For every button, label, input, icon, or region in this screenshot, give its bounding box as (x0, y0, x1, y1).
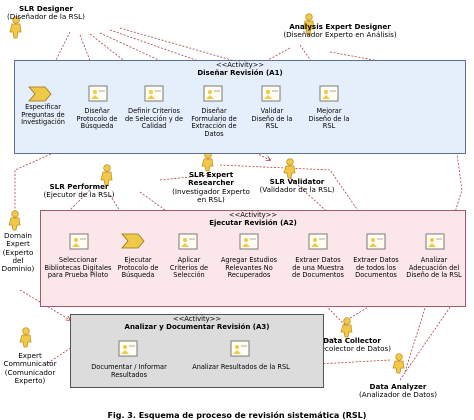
task-a2-3: Aplicar Criterios de Selección (169, 256, 209, 280)
chevron-icon (28, 86, 52, 102)
role-expert-communicator: Expert Communicator (Comunicador Experto… (3, 351, 57, 385)
document-icon (88, 85, 108, 102)
chevron-icon (121, 233, 145, 249)
activity-a3-title: Analizar y Documentar Revisión (A3) (124, 322, 270, 331)
document-icon (203, 85, 223, 102)
activity-a3-stereotype: <<Activity>> (172, 315, 222, 323)
task-a1-6: Mejorar Diseño de la RSL (308, 107, 350, 131)
task-a1-5: Validar Diseño de la RSL (251, 107, 293, 131)
document-icon (230, 340, 250, 357)
task-a2-6: Extraer Datos de todos los Documentos (353, 256, 399, 280)
role-slr-validator: SLR Validator (Validador de la RSL) (259, 177, 335, 195)
role-domain-expert: Domain Expert (Experto del Dominio) (1, 231, 35, 274)
actor-data-analyzer (392, 353, 405, 374)
task-a3-1: Documentar / Informar Resultados (91, 363, 167, 379)
task-a3-2: Analizar Resultados de la RSL (192, 363, 290, 371)
actor-data-collector (340, 317, 353, 338)
task-a1-2: Diseñar Protocolo de Búsqueda (76, 107, 118, 131)
document-icon (319, 85, 339, 102)
task-a1-1: Especificar Preguntas de Investigación (21, 103, 65, 127)
role-slr-designer: SLR Designer (Diseñador de la RSL) (7, 4, 85, 22)
actor-slr-designer (9, 16, 22, 39)
document-icon (261, 85, 281, 102)
document-icon (366, 233, 386, 250)
actor-domain-expert (8, 210, 21, 231)
task-a1-3: Definir Criterios de Selección y de Cali… (124, 107, 184, 131)
document-icon (69, 233, 89, 250)
actor-slr-researcher (201, 151, 214, 172)
activity-a1-title: Diseñar Revisión (A1) (197, 68, 283, 77)
document-icon (178, 233, 198, 250)
actor-slr-validator (283, 158, 296, 179)
document-icon (118, 340, 138, 357)
activity-a3: <<Activity>> Analizar y Documentar Revis… (70, 314, 324, 388)
document-icon (144, 85, 164, 102)
document-icon (239, 233, 259, 250)
actor-figures (8, 13, 405, 374)
task-a1-4: Diseñar Formulario de Extracción de Dato… (191, 107, 237, 138)
task-a2-7: Analizar Adecuación del Diseño de la RSL (406, 256, 462, 280)
actor-expert-communicator (19, 327, 32, 348)
task-a2-2: Ejecutar Protocolo de Búsqueda (117, 256, 159, 280)
role-data-analyzer: Data Analyzer (Analizador de Datos) (358, 382, 438, 400)
task-a2-4: Agregar Estudios Relevantes No Recuperad… (220, 256, 278, 280)
role-data-collector: Data Collector (Recolector de Datos) (313, 336, 392, 354)
activity-a1: <<Activity>> Diseñar Revisión (A1) (14, 60, 466, 154)
role-slr-performer: SLR Performer (Ejecutor de la RSL) (43, 182, 115, 200)
activity-a1-stereotype: <<Activity>> (215, 61, 265, 69)
activity-a2-title: Ejecutar Revisión (A2) (209, 218, 297, 227)
document-icon (425, 233, 445, 250)
activity-a2-stereotype: <<Activity>> (228, 211, 278, 219)
task-a2-1: Seleccionar Bibliotecas Digitales para P… (44, 256, 112, 280)
figure-caption: Fig. 3. Esquema de proceso de revisión s… (107, 411, 367, 420)
activity-a2: <<Activity>> Ejecutar Revisión (A2) (40, 210, 466, 307)
role-slr-researcher: SLR Expert Researcher (Investigador Expe… (172, 170, 250, 204)
actor-analysis-designer (302, 13, 315, 36)
actor-slr-performer (100, 164, 113, 186)
document-icon (308, 233, 328, 250)
task-a2-5: Extraer Datos de una Muestra de Document… (292, 256, 344, 280)
role-analysis-designer: Analysis Expert Designer (Diseñador Expe… (283, 22, 397, 40)
